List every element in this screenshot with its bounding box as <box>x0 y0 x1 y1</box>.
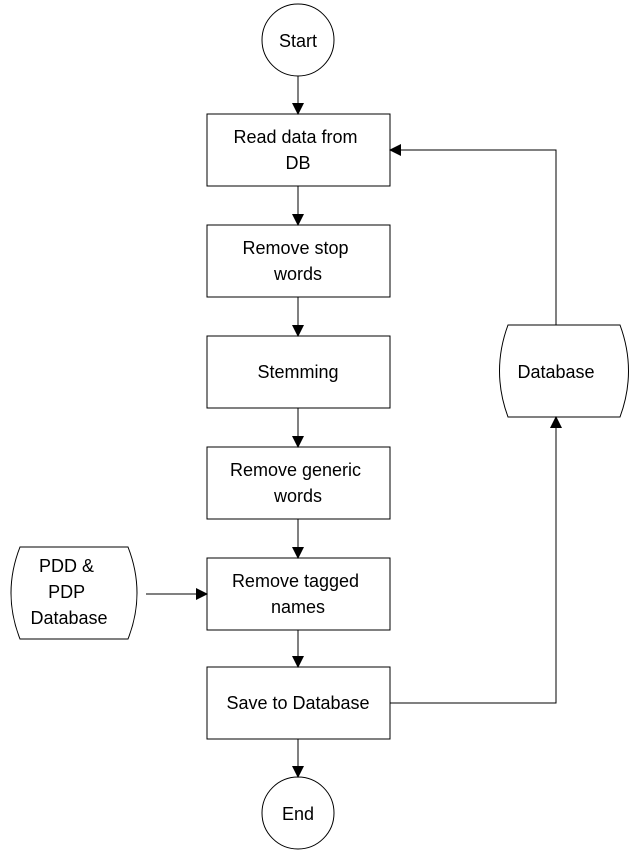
remove-tagged-names-label: Remove tagged names <box>232 571 364 617</box>
process-remove-tagged-names <box>206 557 391 631</box>
remove-generic-words-label: Remove generic words <box>230 460 366 506</box>
process-remove-stop-words <box>206 224 391 298</box>
remove-stop-words-label: Remove stop words <box>242 238 353 284</box>
database-label: Database <box>517 362 594 382</box>
stemming-label: Stemming <box>257 362 338 382</box>
start-label: Start <box>279 31 317 51</box>
arrow-save-to-database <box>390 416 562 704</box>
save-to-database-label: Save to Database <box>226 693 369 713</box>
pdd-pdp-database-label: PDD & PDP Database <box>30 556 107 628</box>
end-label: End <box>282 804 314 824</box>
read-data-label: Read data from DB <box>233 127 362 173</box>
process-read-data <box>206 113 391 187</box>
database-storage-shape <box>499 324 629 418</box>
process-remove-generic-words <box>206 446 391 520</box>
arrow-database-to-read <box>389 144 557 325</box>
pdd-pdp-storage-shape <box>10 546 138 640</box>
